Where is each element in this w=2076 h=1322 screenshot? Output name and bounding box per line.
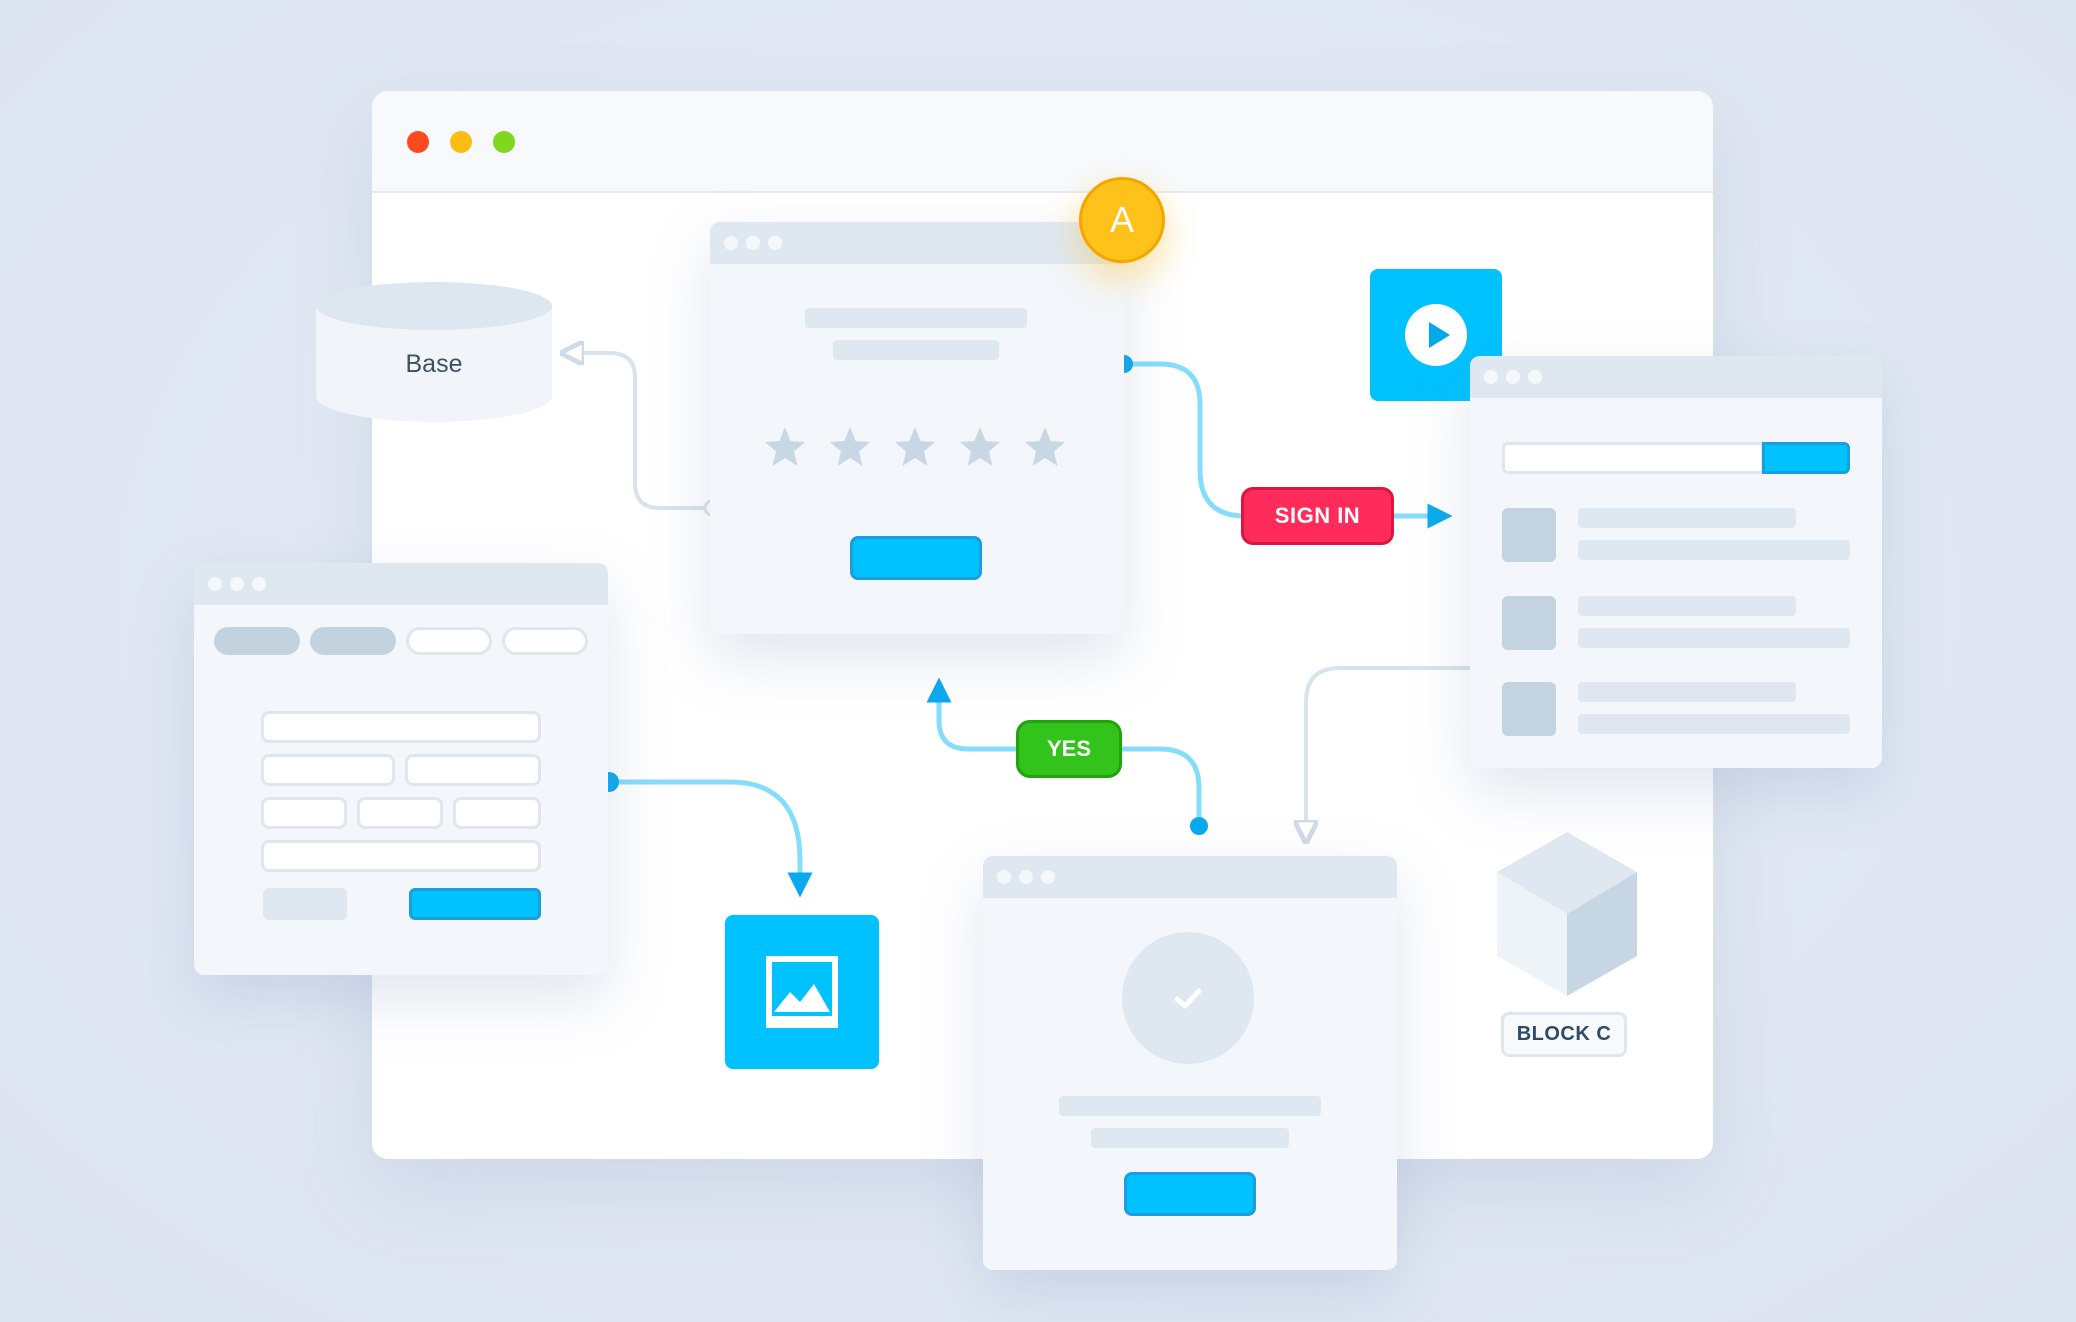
- rating-window: [710, 222, 1124, 634]
- list-window: [1470, 356, 1882, 768]
- text-placeholder: [805, 308, 1027, 328]
- window-dot: [1041, 870, 1055, 884]
- form-field[interactable]: [261, 754, 395, 786]
- window-dot: [1019, 870, 1033, 884]
- image-icon: [766, 956, 838, 1028]
- form-field[interactable]: [261, 711, 541, 743]
- list-item-title: [1578, 682, 1796, 702]
- form-field[interactable]: [453, 797, 541, 829]
- image-tile[interactable]: [725, 915, 879, 1069]
- connector-form-to-image: [609, 779, 813, 898]
- window-dot: [252, 577, 266, 591]
- window-dot: [746, 236, 760, 250]
- window-dot: [1506, 370, 1520, 384]
- tab-pill[interactable]: [214, 627, 300, 655]
- connector-to-sign-in: [1124, 361, 1246, 519]
- star-icon[interactable]: [1022, 424, 1068, 470]
- cube-icon: [1497, 832, 1637, 996]
- checkmark-icon: [1174, 988, 1202, 1009]
- star-icon[interactable]: [892, 424, 938, 470]
- continue-button[interactable]: [1124, 1172, 1256, 1216]
- tab-pill[interactable]: [406, 627, 492, 655]
- window-minimize-dot[interactable]: [450, 131, 472, 153]
- window-dot: [724, 236, 738, 250]
- list-item-text: [1578, 714, 1850, 734]
- avatar[interactable]: A: [1079, 177, 1165, 263]
- play-icon: [1405, 304, 1467, 366]
- yes-decision[interactable]: YES: [1016, 720, 1122, 778]
- form-field[interactable]: [261, 797, 347, 829]
- search-button[interactable]: [1762, 442, 1850, 474]
- list-item-thumbnail: [1502, 682, 1556, 736]
- form-window: [194, 563, 608, 975]
- database-label: Base: [405, 350, 463, 378]
- text-placeholder: [1059, 1096, 1321, 1116]
- star-icon[interactable]: [762, 424, 808, 470]
- list-window-titlebar: [1470, 356, 1882, 398]
- confirmation-window: [983, 856, 1397, 1270]
- rating-window-titlebar: [710, 222, 1124, 264]
- text-placeholder: [1091, 1128, 1289, 1148]
- connector-list-to-confirm: [1306, 666, 1470, 832]
- tab-pill[interactable]: [502, 627, 588, 655]
- list-item-title: [1578, 508, 1796, 528]
- tab-pill[interactable]: [310, 627, 396, 655]
- submit-rating-button[interactable]: [850, 536, 982, 580]
- main-window-titlebar: [372, 91, 1713, 193]
- cancel-button[interactable]: [263, 888, 347, 920]
- window-dot: [1528, 370, 1542, 384]
- window-close-dot[interactable]: [407, 131, 429, 153]
- connector-yes-down: [1122, 746, 1202, 826]
- window-dot: [997, 870, 1011, 884]
- list-item-thumbnail: [1502, 508, 1556, 562]
- submit-form-button[interactable]: [409, 888, 541, 920]
- list-item-text: [1578, 540, 1850, 560]
- database-icon: Base: [314, 278, 554, 424]
- success-badge: [1122, 932, 1254, 1064]
- window-dot: [230, 577, 244, 591]
- list-item-text: [1578, 628, 1850, 648]
- window-dot: [208, 577, 222, 591]
- star-icon[interactable]: [957, 424, 1003, 470]
- text-placeholder: [833, 340, 999, 360]
- video-tile[interactable]: [1370, 269, 1502, 401]
- star-rating[interactable]: [762, 424, 1072, 474]
- connector-node: [1190, 817, 1208, 835]
- list-item-thumbnail: [1502, 596, 1556, 650]
- window-dot: [768, 236, 782, 250]
- confirmation-window-titlebar: [983, 856, 1397, 898]
- form-field[interactable]: [405, 754, 541, 786]
- form-field[interactable]: [357, 797, 443, 829]
- form-field[interactable]: [261, 840, 541, 872]
- form-window-titlebar: [194, 563, 608, 605]
- sign-in-button[interactable]: SIGN IN: [1241, 487, 1394, 545]
- window-dot: [1484, 370, 1498, 384]
- search-input[interactable]: [1502, 442, 1764, 474]
- connector-yes-up: [926, 677, 1018, 752]
- window-maximize-dot[interactable]: [493, 131, 515, 153]
- block-c-label: BLOCK C: [1501, 1012, 1627, 1057]
- connector-to-database: [572, 353, 712, 510]
- list-item-title: [1578, 596, 1796, 616]
- star-icon[interactable]: [827, 424, 873, 470]
